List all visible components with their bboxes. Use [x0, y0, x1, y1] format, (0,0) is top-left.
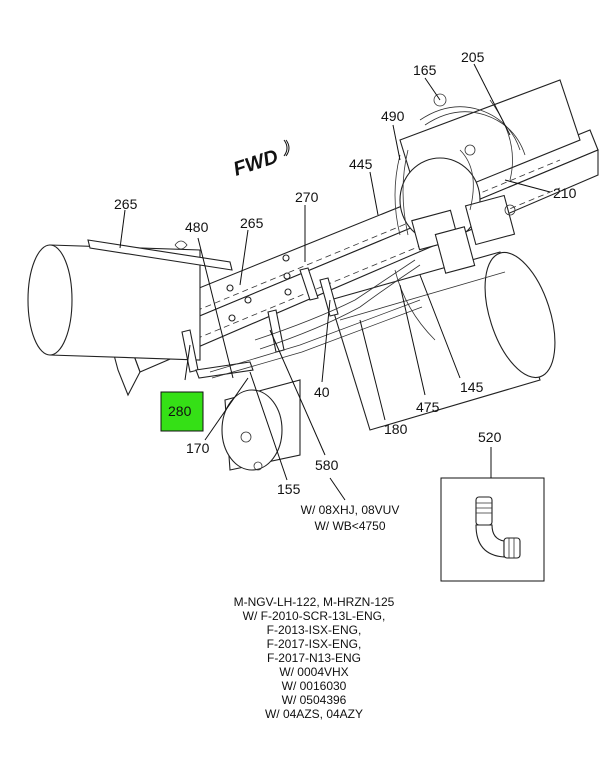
callout-280-highlight[interactable]: [160, 391, 204, 432]
callout-265-center: 265: [240, 215, 264, 231]
applicability-note-3: F-2013-ISX-ENG,: [267, 623, 362, 637]
callout-180: 180: [384, 421, 408, 437]
forward-indicator: FWD: [231, 139, 290, 181]
callouts: 165 205 490 445 210 270 265 265 480 280 …: [114, 49, 577, 497]
callout-155: 155: [277, 481, 301, 497]
callout-145: 145: [460, 379, 484, 395]
callout-475: 475: [416, 399, 440, 415]
applicability-note-2: W/ F-2010-SCR-13L-ENG,: [243, 609, 386, 623]
applicability-note-5: F-2017-N13-ENG: [267, 651, 361, 665]
leader-lines: [119, 63, 551, 501]
small-air-tank: [221, 379, 301, 471]
callout-270: 270: [295, 189, 319, 205]
forward-label: FWD: [231, 146, 281, 181]
applicability-note-4: F-2017-ISX-ENG,: [267, 637, 362, 651]
valve-assembly: [394, 79, 581, 274]
applicability-note-1: M-NGV-LH-122, M-HRZN-125: [234, 595, 395, 609]
wheelbase-note-line-1: W/ 08XHJ, 08VUV: [301, 503, 400, 517]
applicability-notes: M-NGV-LH-122, M-HRZN-125 W/ F-2010-SCR-1…: [234, 595, 395, 721]
applicability-note-6: W/ 0004VHX: [279, 665, 348, 679]
wheelbase-note: W/ 08XHJ, 08VUV W/ WB<4750: [301, 503, 400, 533]
callout-490: 490: [381, 108, 405, 124]
callout-445: 445: [349, 156, 373, 172]
callout-520: 520: [478, 429, 502, 445]
callout-210: 210: [553, 185, 577, 201]
applicability-note-8: W/ 0504396: [282, 693, 347, 707]
wheelbase-note-line-2: W/ WB<4750: [314, 519, 385, 533]
air-lines: [254, 259, 436, 350]
mounting-bolts: [226, 254, 292, 322]
detail-inset-frame: [440, 477, 545, 582]
callout-580: 580: [315, 457, 339, 473]
applicability-note-7: W/ 0016030: [282, 679, 347, 693]
elbow-fitting-icon: [475, 496, 521, 559]
tank-brackets: [181, 267, 423, 379]
left-air-tank: [27, 239, 233, 361]
callout-280[interactable]: 280: [168, 403, 192, 419]
detail-inset-520: [440, 477, 545, 582]
callout-205: 205: [461, 49, 485, 65]
callout-170: 170: [186, 440, 210, 456]
callout-40: 40: [314, 384, 330, 400]
forward-arrow-icon: [283, 139, 290, 157]
right-air-tank: [329, 251, 556, 431]
applicability-note-9: W/ 04AZS, 04AZY: [265, 707, 363, 721]
callout-480: 480: [185, 219, 209, 235]
callout-265-left: 265: [114, 196, 138, 212]
callout-165: 165: [413, 62, 437, 78]
